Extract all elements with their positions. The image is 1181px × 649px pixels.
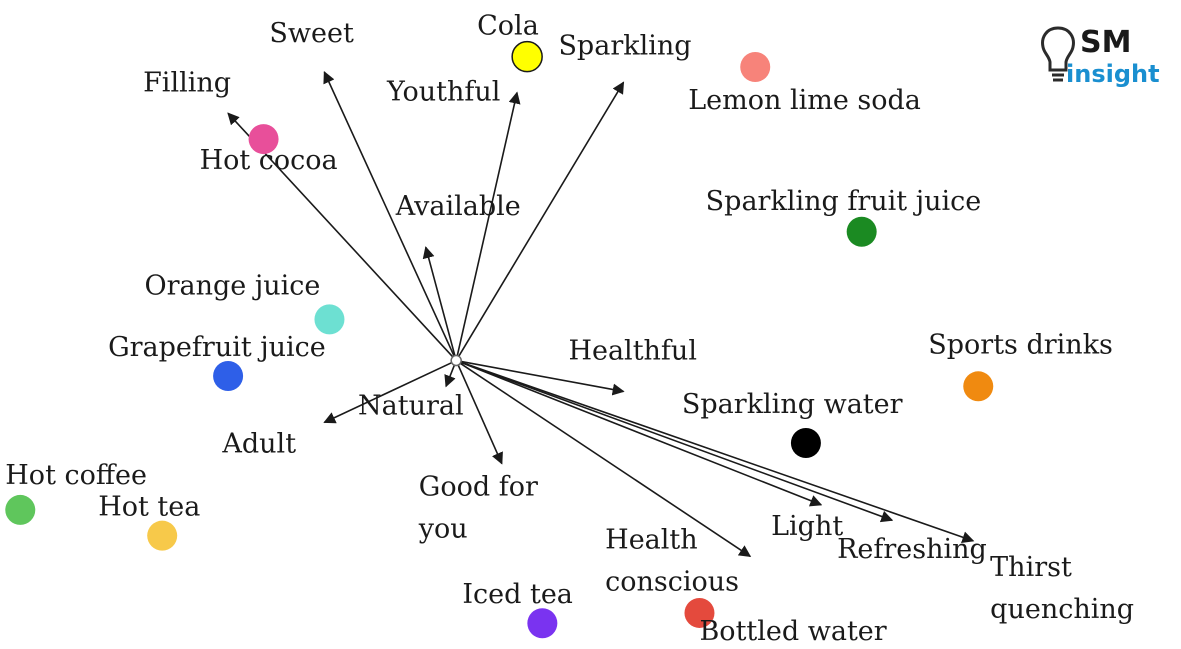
point-hot-cocoa xyxy=(248,124,279,155)
brand-points xyxy=(5,40,994,639)
point-label-sparkling-fruit-juice: Sparkling fruit juice xyxy=(706,186,982,217)
point-label-bottled-water: Bottled water xyxy=(699,616,886,647)
point-label-sparkling-water: Sparkling water xyxy=(682,389,903,420)
point-sparkling-water xyxy=(790,427,821,458)
point-label-hot-cocoa: Hot cocoa xyxy=(200,145,338,176)
vector-label-youthful: Youthful xyxy=(386,77,500,108)
vector-label-refreshing: Refreshing xyxy=(837,534,987,565)
point-label-sports-drinks: Sports drinks xyxy=(928,329,1113,360)
sm-insight-logo: SM insight xyxy=(1041,25,1160,88)
point-orange-juice xyxy=(314,304,345,335)
vector-filling xyxy=(227,112,457,362)
point-sparkling-fruit-juice xyxy=(846,216,877,247)
vector-light xyxy=(455,359,823,507)
vector-youthful xyxy=(455,91,521,361)
vector-label-sparkling: Sparkling xyxy=(558,30,691,61)
origin-marker xyxy=(450,354,462,367)
lightbulb-icon xyxy=(1041,26,1075,82)
point-iced-tea xyxy=(527,608,558,639)
vector-sweet xyxy=(323,71,457,361)
point-label-hot-coffee: Hot coffee xyxy=(5,460,147,491)
point-label-cola: Cola xyxy=(477,11,539,42)
point-hot-coffee xyxy=(5,494,36,525)
point-cola xyxy=(511,40,543,73)
vector-thirst-quenching xyxy=(455,359,975,543)
point-bottled-water xyxy=(684,597,715,628)
vector-label-adult: Adult xyxy=(221,428,296,459)
point-hot-tea xyxy=(147,520,178,551)
point-sports-drinks xyxy=(963,371,994,402)
point-grapefruit-juice xyxy=(213,361,244,392)
vector-healthful xyxy=(456,359,625,396)
point-label-orange-juice: Orange juice xyxy=(144,270,320,301)
vector-label-natural: Natural xyxy=(358,390,464,421)
point-label-grapefruit-juice: Grapefruit juice xyxy=(108,332,326,363)
vector-good-for-you xyxy=(455,360,503,465)
vector-sparkling xyxy=(455,81,625,361)
point-label-hot-tea: Hot tea xyxy=(98,492,200,523)
point-label-lemon-lime-soda: Lemon lime soda xyxy=(688,85,921,116)
point-lemon-lime-soda xyxy=(740,51,771,82)
point-label-iced-tea: Iced tea xyxy=(462,579,573,610)
vector-label-healthful: Healthful xyxy=(568,335,697,366)
logo-main-text: SM xyxy=(1080,25,1131,60)
vector-adult xyxy=(323,359,457,424)
vector-label-filling: Filling xyxy=(143,67,231,98)
vector-health-conscious xyxy=(455,359,752,557)
attribute-vectors xyxy=(227,71,975,557)
vector-available xyxy=(422,246,457,361)
logo-sub-text: insight xyxy=(1066,60,1160,88)
vector-refreshing xyxy=(455,359,894,523)
vector-label-available: Available xyxy=(395,191,521,222)
vector-label-sweet: Sweet xyxy=(269,18,354,49)
vector-label-light: Light xyxy=(771,511,843,542)
